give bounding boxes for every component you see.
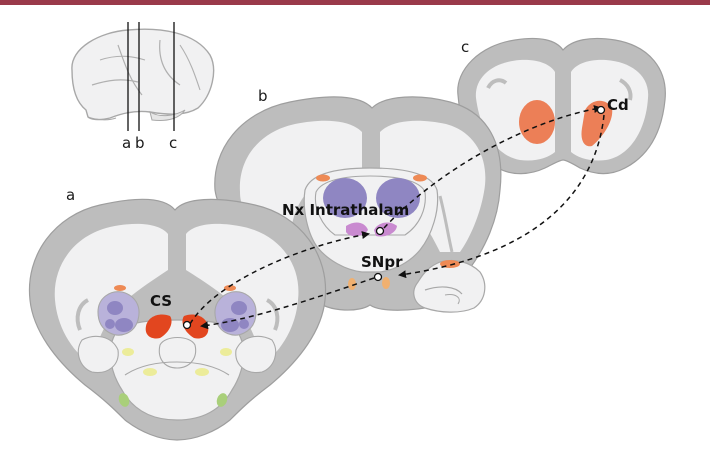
- colliculus-left: [145, 314, 172, 339]
- intrathalam-node-marker: [375, 226, 385, 236]
- arrow-cs-to-intrathalam: [189, 231, 370, 325]
- colliculus-right: [182, 314, 209, 339]
- cs-node-marker: [182, 320, 192, 330]
- snpr-node-marker: [373, 272, 383, 282]
- pathway-arrows: [189, 105, 605, 330]
- thalamus-right: [376, 178, 420, 218]
- cd-left-nucleus: [519, 100, 555, 144]
- section-b-label: b: [258, 87, 268, 105]
- cs-label: CS: [150, 292, 172, 310]
- cd-label: Cd: [607, 96, 629, 114]
- small-nucleus-a-left: [114, 285, 126, 291]
- arrow-cd-to-snpr: [398, 114, 605, 279]
- section-a-label: a: [66, 186, 75, 204]
- small-nucleus-b-left: [316, 174, 330, 182]
- cut-label-b: b: [135, 134, 145, 152]
- section-c-label: c: [461, 38, 469, 56]
- nx-intrathalam-label: Nx Intrathalam: [282, 201, 409, 219]
- yellow-nucleus-2: [220, 348, 232, 356]
- snpr-right: [382, 277, 390, 289]
- green-nucleus-left: [118, 393, 130, 407]
- yellow-nucleus-3: [143, 368, 157, 376]
- thalamus-left: [323, 178, 367, 218]
- small-nucleus-b-right: [413, 174, 427, 182]
- yellow-nucleus-4: [195, 368, 209, 376]
- cd-node-marker: [596, 105, 606, 115]
- top-band: [0, 0, 710, 5]
- green-nucleus-right: [216, 393, 228, 407]
- cut-label-a: a: [122, 134, 131, 152]
- small-nucleus-a-right: [224, 285, 236, 291]
- snpr-left: [348, 278, 356, 290]
- cut-label-c: c: [169, 134, 177, 152]
- section-a: [28, 198, 327, 441]
- cd-right-nucleus: [581, 100, 613, 147]
- yellow-nucleus-1: [122, 348, 134, 356]
- brain-lateral-view-icon: [71, 28, 215, 121]
- snpr-label: SNpr: [361, 253, 403, 271]
- arrow-intrathalam-to-cd: [383, 105, 602, 229]
- section-c: [457, 37, 666, 175]
